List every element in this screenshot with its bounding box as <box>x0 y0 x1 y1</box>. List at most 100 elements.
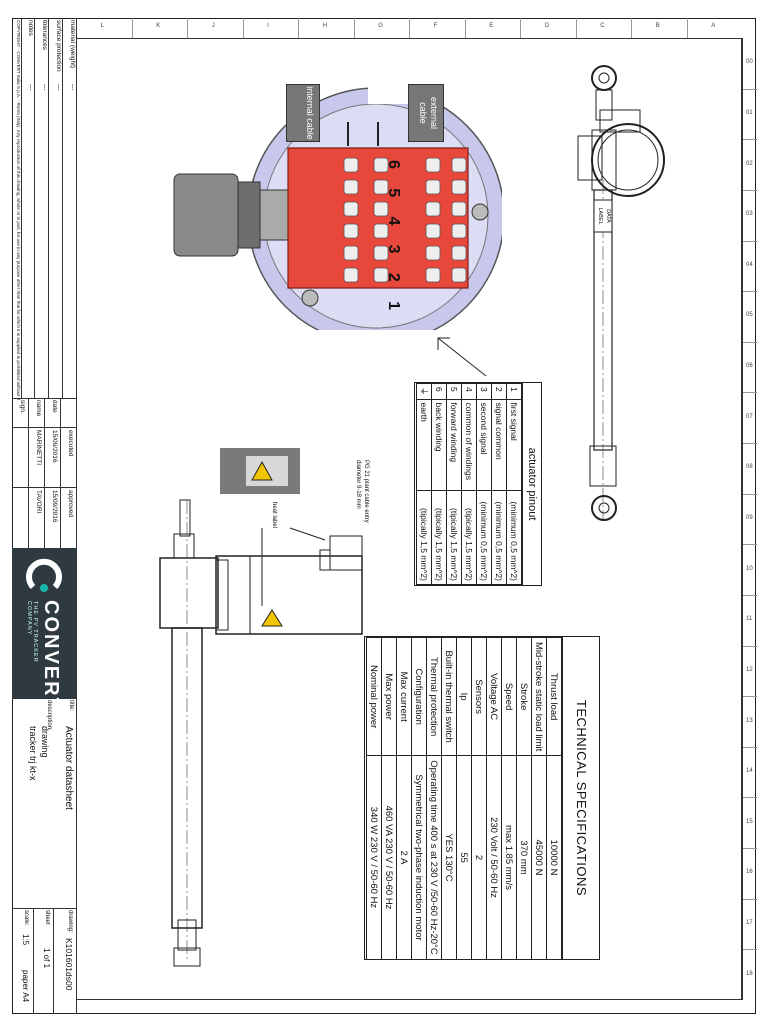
spec-key: Stroke <box>516 637 532 756</box>
terminal-6: 6 <box>385 160 402 169</box>
pinout-no: ⏚ <box>416 383 432 400</box>
terminal-screw <box>425 179 441 195</box>
data-label: DATA LABEL <box>597 207 611 225</box>
terminal-screw <box>343 223 359 239</box>
pinout-row: ⏚earth(tipically 1,5 mm^2) <box>416 383 432 585</box>
company-tagline: THE PV TRACKER COMPANY <box>26 601 38 663</box>
ruler-number: 00 <box>746 59 753 66</box>
terminal-screw <box>451 245 467 261</box>
drawing-number: K101601ds00 <box>64 938 74 991</box>
terminal-screw <box>373 179 389 195</box>
terminal-screw <box>373 157 389 173</box>
terminal-screw <box>451 223 467 239</box>
material-label: material (weight) <box>69 20 76 69</box>
ruler-number: 12 <box>746 666 753 673</box>
ruler-number: 09 <box>746 515 753 521</box>
actuator-top-drawing <box>577 65 665 521</box>
pinout-title: actuator pinout <box>522 383 541 585</box>
spec-value: Operating time 400 s at 230 V /50-60 Hz-… <box>426 755 442 960</box>
ruler-letter: F <box>433 23 438 29</box>
terminal-screw <box>373 201 389 217</box>
pinout-name: back winding <box>431 399 447 491</box>
ruler-number: 05 <box>746 312 753 319</box>
pinout-spec: (minimum 0,5 mm^2) <box>491 490 507 585</box>
ruler-number: 04 <box>746 261 753 268</box>
ruler-number: 11 <box>746 616 753 623</box>
tolerances-label: tolerances <box>41 20 48 50</box>
pinout-spec: (minimum 0,5 mm^2) <box>476 490 492 585</box>
terminal-5: 5 <box>385 188 402 198</box>
created-sign <box>12 428 28 488</box>
created-header: executed <box>60 428 76 488</box>
pointer-arrow <box>437 337 487 377</box>
ruler-letter: J <box>211 23 215 29</box>
pinout-spec: (tipically 1,5 mm^2) <box>416 490 432 585</box>
created-name: MARINETTI <box>28 428 44 488</box>
spec-key: Thermal protection <box>426 637 442 756</box>
pinout-spec: (tipically 1,5 mm^2) <box>446 490 462 585</box>
spec-value: 460 VA 230 V / 50-60 Hz <box>381 755 397 960</box>
pinout-name: signal common <box>491 399 507 491</box>
approved-sign <box>12 488 28 548</box>
actuator-side-drawing <box>159 448 363 967</box>
ruler-number: 07 <box>746 413 753 420</box>
ruler-number: 10 <box>746 565 753 572</box>
connector-photo <box>168 74 505 345</box>
paper-size: paper A4 <box>21 970 30 1003</box>
spec-key: Sensors <box>471 637 487 756</box>
spec-key: Thrust load <box>546 637 562 756</box>
ruler-number: 16 <box>746 869 753 876</box>
spec-value: 340 W 230 V / 50-60 Hz <box>366 755 382 960</box>
ruler-number: 08 <box>746 464 753 471</box>
terminal-screw <box>343 179 359 195</box>
spec-key: Max current <box>396 637 412 756</box>
approved-name: TAVORI <box>28 488 44 548</box>
date-label: date <box>44 398 60 428</box>
terminal-screw <box>425 201 441 217</box>
heat-label-note: heat label <box>271 502 277 529</box>
pinout-no: 4 <box>461 383 477 400</box>
terminal-4: 4 <box>385 216 402 226</box>
connector-detail: 6 5 4 3 2 1 internal cable external cabl… <box>168 74 505 345</box>
title-block: material (weight) --- surface protection… <box>12 18 77 1014</box>
pinout-no: 3 <box>476 383 492 400</box>
ruler-number: 03 <box>746 211 753 218</box>
terminal-screw <box>373 267 389 283</box>
material-value: --- <box>69 84 76 91</box>
ruler-letter: L <box>100 23 105 29</box>
terminal-3: 3 <box>385 244 402 254</box>
terminal-screw <box>451 179 467 195</box>
scale-label: scale: <box>23 910 29 926</box>
pinout-no: 1 <box>506 383 522 400</box>
sheet-label: sheet <box>44 910 50 925</box>
surface-label: surface protection <box>55 20 62 72</box>
ruler-letter: G <box>378 23 383 29</box>
pinout-spec: (minimum 0,5 mm^2) <box>506 490 522 585</box>
ruler-number: 18 <box>746 970 753 977</box>
drawing-no-label: drawing: <box>67 910 73 933</box>
actuator-top-view: DATA LABEL <box>570 60 670 530</box>
ruler-number: 15 <box>746 818 753 825</box>
tolerances-value: --- <box>41 84 48 91</box>
spec-value: 2 A <box>396 755 412 960</box>
created-date: 15/09/2016 <box>44 428 60 488</box>
spec-key: Speed <box>501 637 517 756</box>
pinout-name: second signal <box>476 399 492 491</box>
terminal-screw <box>343 267 359 283</box>
spec-value: 370 mm <box>516 755 532 960</box>
sheet-value: 1 of 1 <box>42 948 51 969</box>
spec-key: Built-in thermal switch <box>441 637 457 756</box>
terminal-screw <box>343 157 359 173</box>
